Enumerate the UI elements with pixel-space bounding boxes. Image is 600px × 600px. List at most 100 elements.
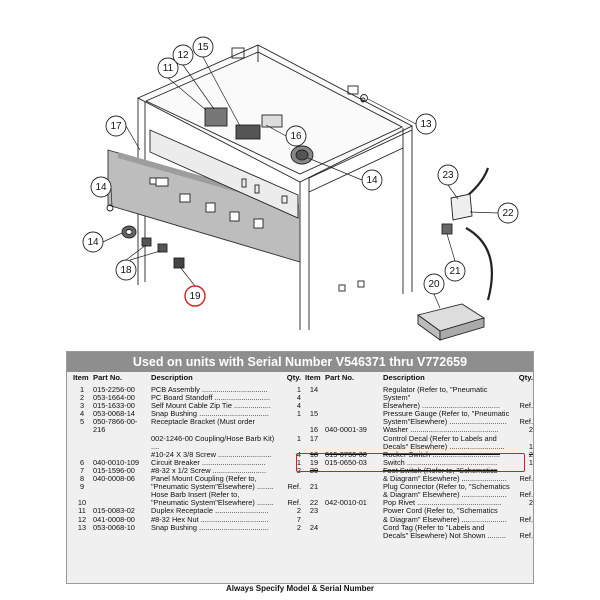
- part-item-number: 2: [79, 393, 85, 403]
- part-item-number: 6: [79, 457, 85, 467]
- part-qty: 4: [296, 393, 301, 403]
- parts-row: Decals" Elsewhere) Not Shown ......... Re…: [305, 530, 533, 540]
- callout-18: 18: [115, 259, 137, 281]
- part-qty: 1: [296, 385, 301, 394]
- part-description: Receptacle Bracket (Must order: [151, 417, 255, 427]
- part-qty: [281, 418, 301, 434]
- header-item: Item: [73, 373, 89, 382]
- callout-label: 12: [177, 50, 189, 61]
- callout-circle: [361, 169, 383, 191]
- part-description: Self Mount Cable Zip Tie ...............…: [151, 401, 271, 411]
- part-description: Washer .................................…: [383, 425, 499, 435]
- part-item-number: 3: [79, 401, 85, 411]
- part-number: [93, 435, 149, 451]
- part-item-number: 13: [77, 522, 87, 532]
- part-description: Regulator (Refer to, "Pneumatic System": [383, 385, 488, 403]
- part-description: #8-32 x 1/2 Screw ......................…: [151, 465, 267, 475]
- header-description: Description: [383, 373, 425, 382]
- part-number: 015-0730-00: [325, 449, 367, 459]
- part-qty: 2: [528, 449, 533, 459]
- callout-13: 13: [415, 113, 437, 135]
- header-description: Description: [151, 373, 193, 382]
- callout-label: 18: [120, 265, 132, 276]
- part-item-number: [305, 532, 323, 540]
- part-description: Decals" Elsewhere) .....................…: [383, 441, 505, 451]
- part-description: Decals" Elsewhere) Not Shown .........: [383, 530, 506, 540]
- part-qty: Ref.: [519, 530, 533, 540]
- part-item-number: 7: [79, 465, 85, 475]
- part-qty: Ref.: [519, 490, 533, 500]
- callout-14: 14: [82, 231, 104, 253]
- callout-14: 14: [90, 176, 112, 198]
- part-item-number: 24: [309, 522, 319, 532]
- callout-circle: [437, 164, 459, 186]
- part-item-number: 9: [79, 482, 85, 492]
- callout-label: 17: [110, 121, 122, 132]
- part-qty: Ref.: [519, 474, 533, 484]
- callout-circle: [184, 285, 206, 307]
- part-description: 002-1246-00 Coupling/Hose Barb Kit) ....: [151, 433, 275, 451]
- part-description: & Diagram" Elsewhere) ..................…: [383, 514, 507, 524]
- parts-table-header: Item Part No. Description Qty.: [305, 373, 533, 383]
- part-description: PC Board Standoff ......................…: [151, 393, 270, 403]
- part-number: 053-0068-10: [93, 522, 135, 532]
- part-description: Switch .................................…: [383, 457, 498, 467]
- parts-row: & Diagram" Elsewhere) ..................…: [305, 491, 533, 499]
- parts-row: Decals" Elsewhere) .....................…: [305, 441, 533, 451]
- part-qty: Ref.: [287, 482, 301, 492]
- part-item-number: 10: [77, 498, 87, 508]
- callout-21: 21: [444, 260, 466, 282]
- part-item-number: 21: [309, 482, 319, 492]
- part-description: Rocker Switch ..........................…: [383, 449, 501, 459]
- callout-circle: [285, 125, 307, 147]
- cabinet-frame: [106, 44, 493, 341]
- parts-rows-right: 14 Regulator (Refer to, "Pneumatic System…: [305, 385, 533, 540]
- header-qty: Qty.: [518, 373, 533, 382]
- parts-table-title: Used on units with Serial Number V546371…: [67, 352, 533, 372]
- part-qty: 2: [296, 465, 301, 475]
- part-item-number: 19: [309, 457, 319, 467]
- callout-circle: [415, 113, 437, 135]
- part-qty: 1: [528, 457, 533, 467]
- part-qty: 2: [528, 425, 533, 435]
- part-number: [325, 532, 381, 540]
- part-description: Elsewhere) .............................…: [383, 401, 501, 411]
- callout-circle: [105, 115, 127, 137]
- parts-row: 9"Pneumatic System"Elsewhere) ........Re…: [73, 483, 301, 491]
- parts-row: 10"Pneumatic System"Elsewhere) ........R…: [73, 499, 301, 507]
- callout-12: 12: [172, 44, 194, 66]
- callout-label: 15: [197, 42, 209, 53]
- part-number: 015-2256-00: [93, 385, 135, 394]
- parts-row: 002-1246-00 Coupling/Hose Barb Kit) ....…: [73, 433, 301, 451]
- callout-23: 23: [437, 164, 459, 186]
- part-number: 053-1664-00: [93, 393, 135, 403]
- callout-circle: [497, 202, 519, 224]
- part-item-number: 1: [79, 385, 85, 394]
- part-qty: 2: [528, 498, 533, 508]
- part-item-number: 11: [78, 506, 86, 516]
- part-qty: 4: [296, 401, 301, 411]
- callout-label: 14: [366, 175, 378, 186]
- part-number: [325, 386, 381, 402]
- part-number: 050-7866-00-216: [93, 417, 138, 435]
- part-number: [325, 475, 381, 483]
- part-item-number: 14: [309, 385, 319, 394]
- part-item-number: 12: [77, 514, 87, 524]
- part-item-number: 8: [79, 474, 85, 484]
- part-number: 040-0008-06: [93, 474, 135, 484]
- part-qty: [513, 386, 533, 402]
- parts-row: 2 053-1664-00 PC Board Standoff ..........…: [73, 393, 301, 403]
- part-item-number: 22: [309, 498, 319, 508]
- footer-note: Always Specify Model & Serial Number: [225, 584, 375, 593]
- parts-row: & Diagram" Elsewhere) ..................…: [305, 514, 533, 524]
- callout-15: 15: [192, 36, 214, 58]
